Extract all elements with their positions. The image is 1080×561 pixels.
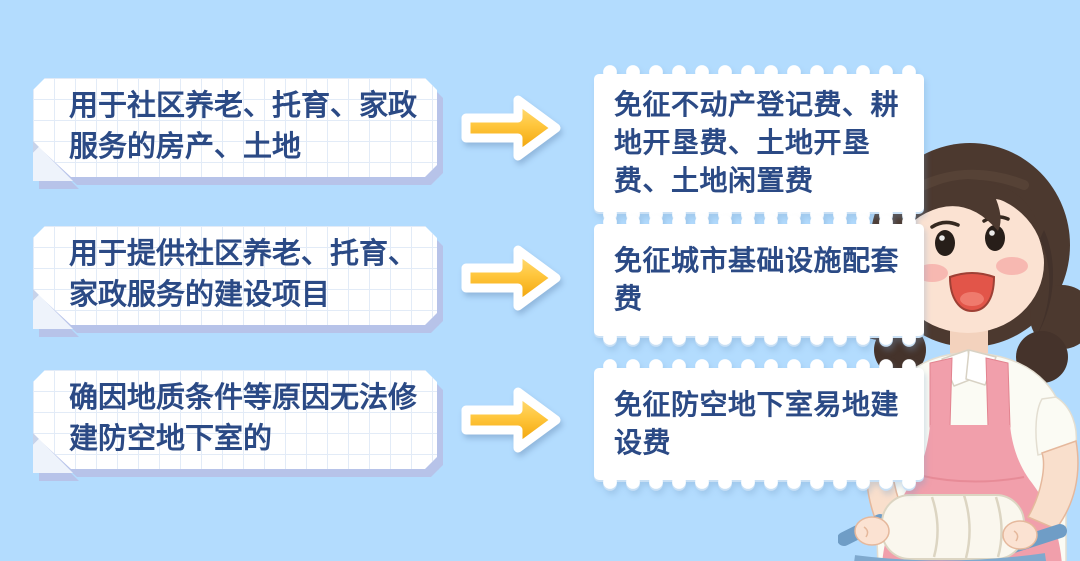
condition-note: 用于提供社区养老、托育、家政服务的建设项目 [33, 226, 437, 329]
exemption-stamp: 免征城市基础设施配套费 [594, 215, 924, 345]
arrow-right-icon [458, 90, 562, 166]
arrow-right-icon [458, 382, 562, 458]
note-paper: 确因地质条件等原因无法修建防空地下室的 [33, 370, 437, 469]
exemption-stamp: 免征防空地下室易地建设费 [594, 359, 924, 489]
note-paper: 用于社区养老、托育、家政服务的房产、土地 [33, 78, 437, 177]
condition-text: 用于提供社区养老、托育、家政服务的建设项目 [69, 238, 418, 311]
exemption-text: 免征防空地下室易地建设费 [614, 388, 900, 458]
note-paper: 用于提供社区养老、托育、家政服务的建设项目 [33, 226, 437, 325]
exemption-text: 免征不动产登记费、耕地开垦费、土地开垦费、土地闲置费 [614, 89, 900, 197]
condition-text: 确因地质条件等原因无法修建防空地下室的 [69, 382, 418, 455]
condition-text: 用于社区养老、托育、家政服务的房产、土地 [69, 90, 418, 163]
exemption-text: 免征城市基础设施配套费 [614, 244, 900, 314]
condition-note: 确因地质条件等原因无法修建防空地下室的 [33, 370, 437, 473]
exemption-stamp: 免征不动产登记费、耕地开垦费、土地开垦费、土地闲置费 [594, 64, 924, 222]
condition-note: 用于社区养老、托育、家政服务的房产、土地 [33, 78, 437, 181]
arrow-right-icon [458, 240, 562, 316]
